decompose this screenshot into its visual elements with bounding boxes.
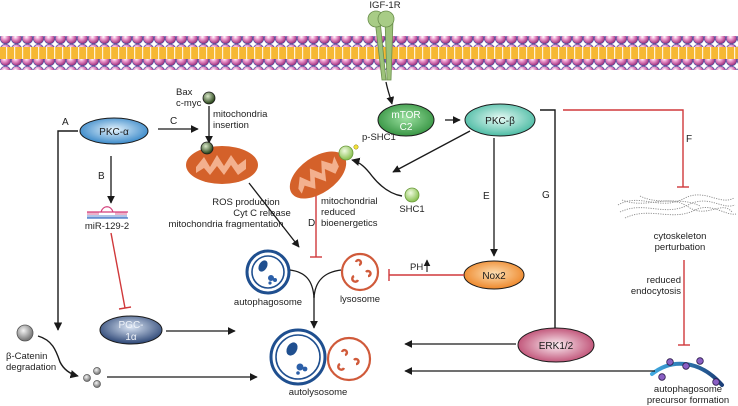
ros-label-1: ROS production	[212, 197, 280, 208]
fragment-icon	[93, 367, 101, 375]
node-pkc-alpha	[79, 117, 149, 145]
node-erk12	[517, 327, 595, 363]
cyto-label-1: cytoskeleton	[654, 231, 707, 242]
bax-protein-icon	[202, 91, 216, 105]
cyto-label-2: perturbation	[655, 242, 706, 253]
fusion-connector	[289, 269, 342, 299]
bioenerg-label-3: bioenergetics	[321, 218, 378, 229]
mtor-label-line2: C2	[400, 122, 413, 133]
cell-membrane	[0, 36, 738, 70]
arrow-pathway-a	[53, 130, 78, 331]
arrow-pkcb-to-shc1	[392, 130, 471, 173]
pshc1-label: p-SHC1	[362, 132, 396, 143]
ph-label: PH	[410, 262, 423, 273]
letter-c: C	[170, 116, 177, 127]
bax-label: Bax	[176, 87, 193, 98]
pkca-label: PKC-α	[99, 127, 129, 138]
autophagosome-label: autophagosome	[234, 297, 302, 308]
mitochondrion-icon	[289, 151, 347, 199]
igf1r-receptor	[367, 10, 395, 81]
membrane-tails	[0, 47, 738, 60]
endo-label-1: reduced	[647, 275, 681, 286]
bioenerg-label-2: reduced	[321, 207, 355, 218]
catenin-label-1: β-Catenin	[6, 351, 47, 362]
autolysosome-label: autolysosome	[289, 387, 348, 398]
insertion-label-2: insertion	[213, 120, 249, 131]
pkcb-label: PKC-β	[485, 116, 515, 127]
arrow-receptor-to-mtor	[385, 81, 395, 105]
ros-label-2: Cyt C release	[233, 208, 291, 219]
membrane-inner-heads	[0, 59, 738, 70]
autophagosome-icon	[245, 249, 291, 295]
inhibit-bar	[118, 306, 132, 310]
autophagosome-precursor-icon	[650, 357, 724, 387]
pgc-label-line2: 1α	[125, 332, 137, 343]
shc1-ball-icon	[404, 187, 420, 203]
precursor-label-1: autophagosome	[654, 384, 722, 395]
receptor-head-icon	[377, 10, 395, 28]
node-pkc-beta	[464, 103, 536, 137]
letter-d: D	[308, 218, 315, 229]
autolysosome-icon	[269, 328, 372, 386]
letter-g: G	[542, 190, 550, 201]
letter-a: A	[62, 117, 69, 128]
ros-label-3: mitochondria fragmentation	[168, 219, 283, 230]
receptor-label: IGF-1R	[369, 0, 400, 11]
membrane-outer-heads	[0, 36, 738, 47]
inhibit-mir-to-pgc	[110, 232, 126, 309]
letter-b: B	[98, 171, 105, 182]
catenin-label-2: degradation	[6, 362, 56, 373]
cytoskeleton-icon	[617, 194, 737, 219]
node-pgc1a	[99, 315, 163, 345]
insertion-label-1: mitochondria	[213, 109, 268, 120]
inhibit-pathway-f	[563, 109, 684, 187]
pgc-label-line1: PGC-	[119, 320, 144, 331]
mtor-label-line1: mTOR	[391, 110, 420, 121]
pshc1-ball-icon	[338, 145, 354, 161]
lysosome-icon	[340, 252, 380, 292]
arrow-pathway-g	[540, 109, 560, 341]
arrow-catenin-degradation	[37, 335, 79, 379]
fragment-icon	[83, 374, 91, 382]
fragment-icon	[93, 380, 101, 388]
cmyc-label: c-myc	[176, 98, 202, 109]
mirna-icon	[87, 206, 128, 219]
mitochondrion-icon	[186, 146, 258, 184]
beta-catenin-icon	[16, 324, 34, 342]
nox2-label: Nox2	[482, 271, 506, 282]
letter-f: F	[686, 134, 692, 145]
erk-label: ERK1/2	[539, 341, 574, 352]
precursor-label-2: precursor formation	[647, 395, 729, 406]
letter-e: E	[483, 191, 490, 202]
bioenerg-label-1: mitochondrial	[321, 196, 378, 207]
mir-label: miR-129-2	[85, 221, 129, 232]
shc1-label: SHC1	[399, 204, 424, 215]
endo-label-2: endocytosis	[631, 286, 681, 297]
phosphate-icon	[353, 144, 359, 150]
arrow-mito-to-fusion	[248, 182, 300, 248]
arrow-shc1-phosphorylation	[351, 157, 403, 197]
lysosome-label: lysosome	[340, 294, 380, 305]
inserted-bax-icon	[200, 141, 214, 155]
node-mtorc2	[377, 103, 435, 137]
